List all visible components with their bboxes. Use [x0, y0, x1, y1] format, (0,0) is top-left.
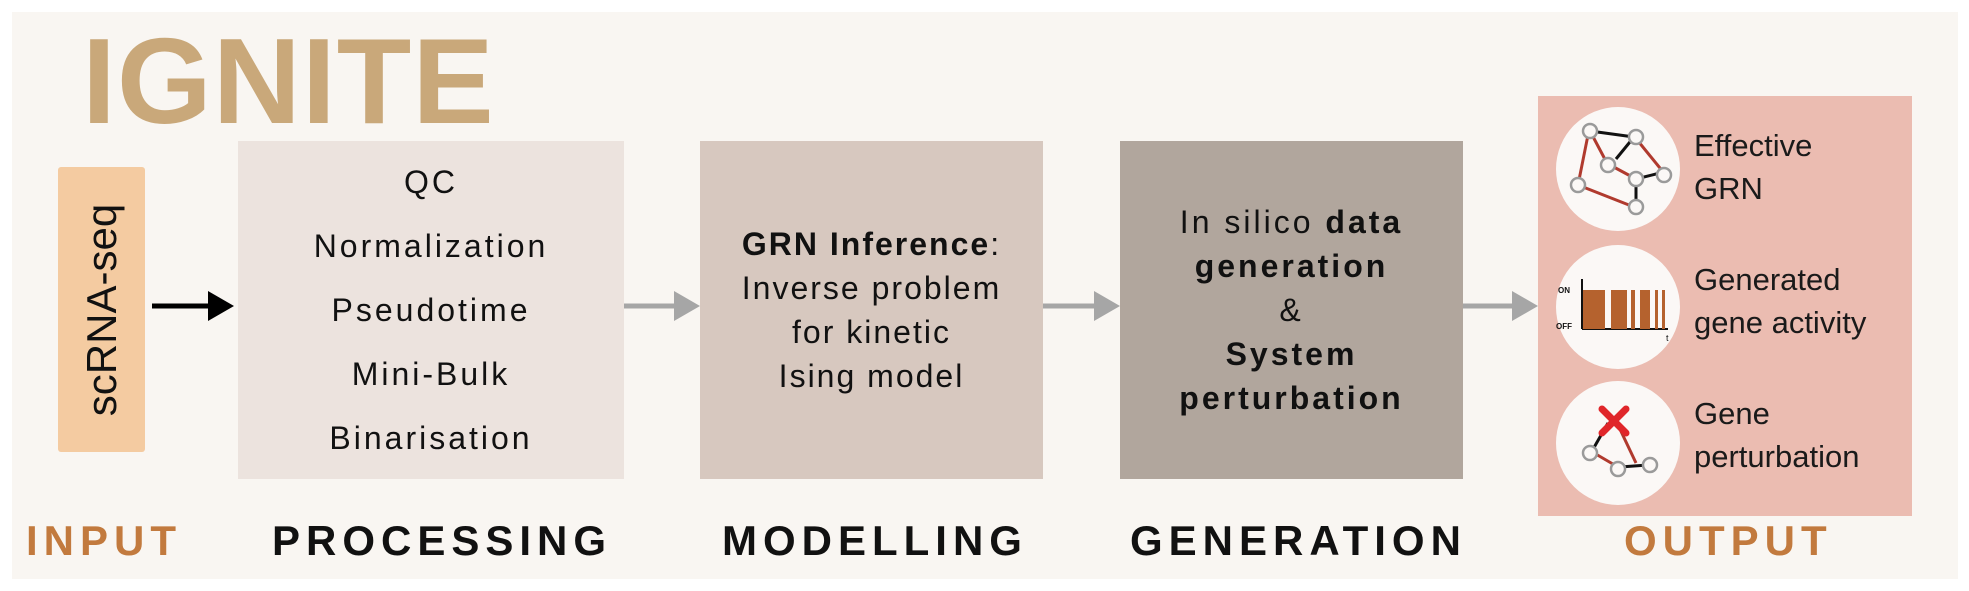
processing-box: QC Normalization Pseudotime Mini-Bulk Bi… — [238, 141, 624, 479]
page-title: IGNITE — [82, 13, 495, 149]
modelling-heading-bold: GRN Inference — [741, 226, 991, 262]
processing-step-mini-bulk: Mini-Bulk — [351, 356, 511, 392]
stage-label-input: INPUT — [26, 517, 182, 564]
stage-label-output: OUTPUT — [1624, 517, 1833, 564]
input-arrow — [152, 291, 234, 321]
generation-text-bold: System — [1225, 336, 1358, 372]
modelling-heading-colon: : — [990, 226, 1002, 262]
output-label-gene-perturbation: Gene perturbation — [1694, 392, 1859, 478]
generation-line-4: System — [1226, 332, 1358, 376]
flow-arrows — [152, 291, 1538, 321]
processing-step-normalization: Normalization — [313, 228, 549, 264]
output-box: Effective GRN ON OFF t — [1538, 96, 1912, 516]
generation-text-bold: perturbation — [1179, 380, 1404, 416]
generation-text: In silico — [1179, 204, 1326, 240]
generation-text-bold: data — [1325, 204, 1404, 240]
modelling-line: Ising model — [778, 358, 965, 394]
processing-step-binarisation: Binarisation — [329, 420, 533, 456]
output-label-effective-grn: Effective GRN — [1694, 124, 1812, 210]
activity-timeline-icon: ON OFF t — [1556, 245, 1680, 369]
modelling-box: GRN Inference: Inverse problem for kinet… — [700, 141, 1043, 479]
perturbation-icon — [1556, 381, 1680, 505]
output-label-line: Gene — [1694, 396, 1770, 431]
diagram-canvas: IGNITE scRNA-seq QC Normalization Pseudo… — [12, 12, 1958, 579]
output-label-line: perturbation — [1694, 439, 1860, 474]
generation-box: In silico data generation & System pertu… — [1120, 141, 1463, 479]
output-label-line: Generated — [1694, 262, 1841, 297]
output-label-line: Effective — [1694, 128, 1813, 163]
modelling-heading: GRN Inference: — [742, 222, 1001, 266]
output-label-line: gene activity — [1694, 305, 1867, 340]
modelling-line: Inverse problem — [741, 270, 1002, 306]
arrow-processing-to-modelling — [624, 291, 700, 321]
network-graph-icon — [1556, 107, 1680, 231]
generation-line-5: perturbation — [1179, 376, 1403, 420]
axis-t-label: t — [1666, 333, 1669, 343]
generation-text-bold: generation — [1194, 248, 1389, 284]
cross-icon — [1598, 405, 1630, 437]
stage-label-generation: GENERATION — [1130, 517, 1467, 564]
arrow-modelling-to-generation — [1043, 291, 1120, 321]
stage-label-processing: PROCESSING — [272, 517, 613, 564]
input-box: scRNA-seq — [58, 167, 145, 452]
axis-off-label: OFF — [1556, 322, 1572, 331]
axis-on-label: ON — [1558, 286, 1570, 295]
output-label-generated-activity: Generated gene activity — [1694, 258, 1866, 344]
generation-line-1: In silico data — [1180, 200, 1403, 244]
processing-step-qc: QC — [404, 164, 458, 200]
output-label-line: GRN — [1694, 171, 1763, 206]
generation-line-2: generation — [1195, 244, 1389, 288]
arrow-generation-to-output — [1463, 291, 1538, 321]
modelling-line: for kinetic — [792, 314, 951, 350]
generation-line-3: & — [1279, 292, 1304, 328]
processing-step-pseudotime: Pseudotime — [331, 292, 531, 328]
stage-label-modelling: MODELLING — [722, 517, 1028, 564]
